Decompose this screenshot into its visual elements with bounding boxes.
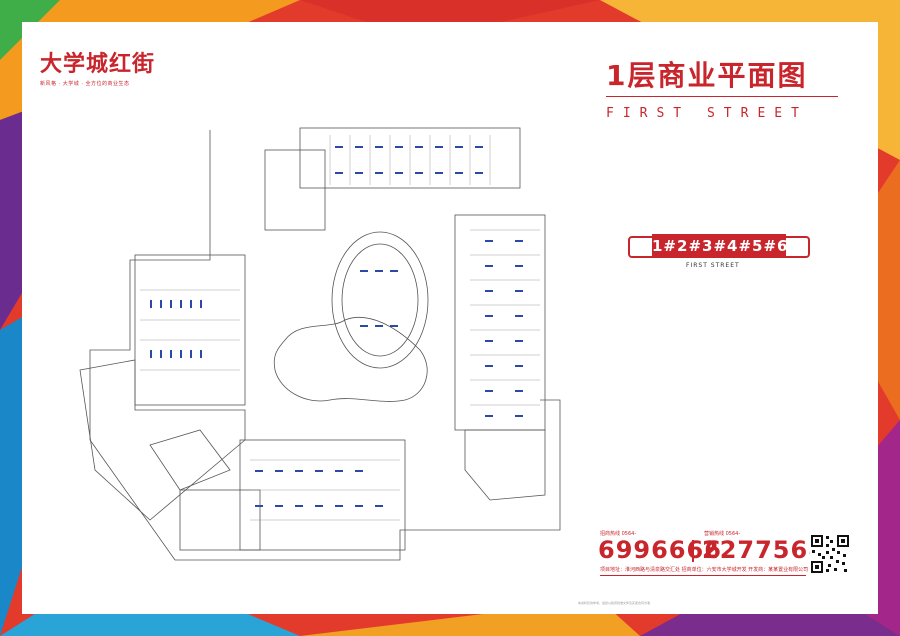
building-numbers: 1#2#3#4#5#6# [652,234,801,258]
hotline-label-1: 招商热线 0564- [600,531,637,537]
hotline-label-2: 营销热线 0564- [704,531,741,537]
atrium [149,429,231,491]
street-english-title: FIRST STREET [606,106,808,121]
block-east [454,214,546,431]
page-title: 1层商业平面图 [606,59,808,92]
hotline-number-1: 6996666 [598,536,722,564]
oval-building [331,231,429,369]
central-plaza [273,316,428,402]
building-badge-subtitle: FIRST STREET [686,262,740,269]
brand-subtitle: 新风格 · 大学城 · 全方位的商业生态 [40,81,130,87]
brand-title: 大学城红街 [40,51,156,77]
title-divider [606,96,838,97]
block-south-west [79,359,246,521]
hotline-number-2: 2277568 [702,536,826,564]
block-north [299,127,521,189]
site-outline [89,130,561,561]
building-badge: 1#2#3#4#5#6# [628,234,810,258]
disclaimer: 本资料仅供参考，最终以政府批准文件及买卖合同为准 [578,601,651,605]
block-west [134,254,246,406]
brand-logo: 大学城红街 新风格 · 大学城 · 全方位的商业生态 [40,46,155,87]
block-east-corner [464,429,546,501]
qr-code-icon [810,534,850,574]
block-north-west [264,149,326,231]
project-info: 项目地址：淮河西路与清泉路交汇处 招商单位：六安市大学城开发 开发商：某某置业有… [600,567,809,573]
block-south [239,439,406,551]
block-south-left [179,489,261,551]
footer-divider [600,575,806,576]
hotline-divider [692,540,694,562]
